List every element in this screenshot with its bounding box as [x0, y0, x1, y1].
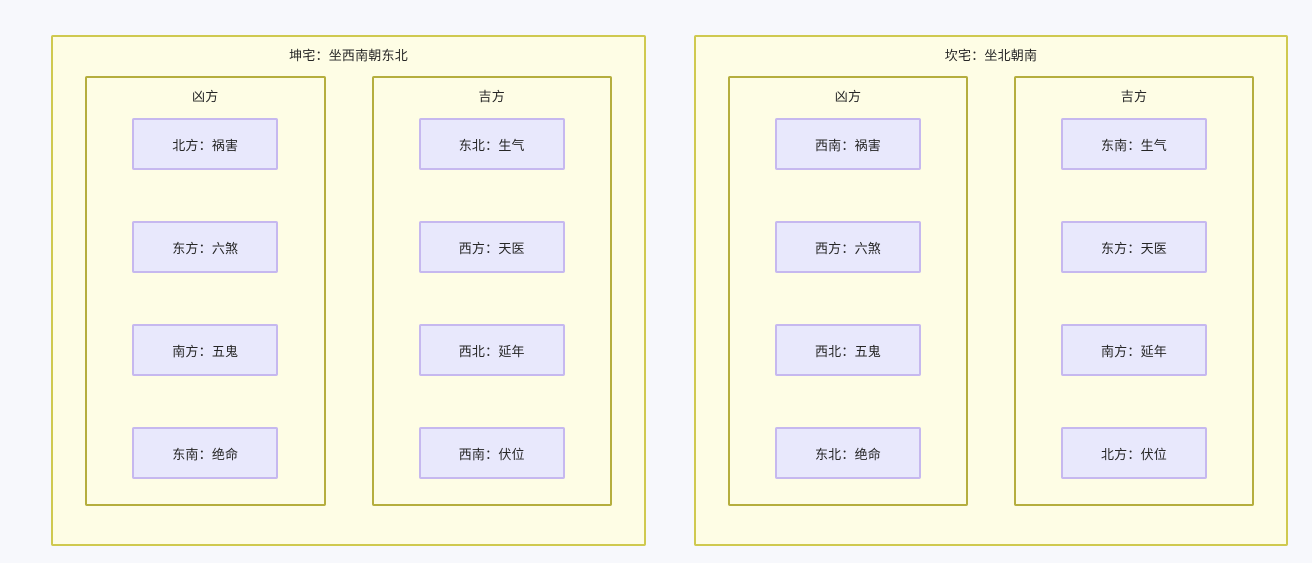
direction-item[interactable]: 东北：绝命	[775, 427, 921, 479]
direction-item[interactable]: 北方：祸害	[132, 118, 279, 170]
group-xiongfang: 凶方 西南：祸害 西方：六煞 西北：五鬼 东北：绝命	[728, 76, 968, 506]
direction-item[interactable]: 东南：生气	[1061, 118, 1207, 170]
cluster-title: 坎宅：坐北朝南	[944, 49, 1038, 64]
house-cluster-kun: 坤宅：坐西南朝东北 凶方 北方：祸害 东方：六煞 南方：五鬼 东南：绝命 吉方 …	[51, 35, 646, 546]
direction-item[interactable]: 西南：祸害	[775, 118, 921, 170]
group-row: 凶方 西南：祸害 西方：六煞 西北：五鬼 东北：绝命 吉方 东南：生气 东方：天…	[696, 76, 1286, 544]
group-item-list: 北方：祸害 东方：六煞 南方：五鬼 东南：绝命	[132, 118, 279, 479]
group-xiongfang: 凶方 北方：祸害 东方：六煞 南方：五鬼 东南：绝命	[85, 76, 326, 506]
direction-item[interactable]: 东北：生气	[418, 118, 565, 170]
group-row: 凶方 北方：祸害 东方：六煞 南方：五鬼 东南：绝命 吉方 东北：生气 西方：天…	[53, 76, 644, 544]
direction-item[interactable]: 西南：伏位	[418, 427, 565, 479]
direction-item[interactable]: 南方：五鬼	[132, 324, 279, 376]
group-jifang: 吉方 东南：生气 东方：天医 南方：延年 北方：伏位	[1014, 76, 1254, 506]
group-title: 凶方	[192, 90, 219, 105]
direction-item[interactable]: 北方：伏位	[1061, 427, 1207, 479]
direction-item[interactable]: 东方：六煞	[132, 221, 279, 273]
group-item-list: 东南：生气 东方：天医 南方：延年 北方：伏位	[1061, 118, 1207, 479]
direction-item[interactable]: 西方：天医	[418, 221, 565, 273]
direction-item[interactable]: 东南：绝命	[132, 427, 279, 479]
group-jifang: 吉方 东北：生气 西方：天医 西北：延年 西南：伏位	[371, 76, 612, 506]
house-cluster-kan: 坎宅：坐北朝南 凶方 西南：祸害 西方：六煞 西北：五鬼 东北：绝命 吉方 东南…	[694, 35, 1288, 546]
group-title: 吉方	[478, 90, 505, 105]
group-item-list: 东北：生气 西方：天医 西北：延年 西南：伏位	[418, 118, 565, 479]
group-title: 凶方	[834, 90, 862, 105]
group-item-list: 西南：祸害 西方：六煞 西北：五鬼 东北：绝命	[775, 118, 921, 479]
direction-item[interactable]: 南方：延年	[1061, 324, 1207, 376]
direction-item[interactable]: 西方：六煞	[775, 221, 921, 273]
group-title: 吉方	[1120, 90, 1148, 105]
direction-item[interactable]: 西北：延年	[418, 324, 565, 376]
cluster-title: 坤宅：坐西南朝东北	[289, 49, 408, 64]
direction-item[interactable]: 西北：五鬼	[775, 324, 921, 376]
direction-item[interactable]: 东方：天医	[1061, 221, 1207, 273]
